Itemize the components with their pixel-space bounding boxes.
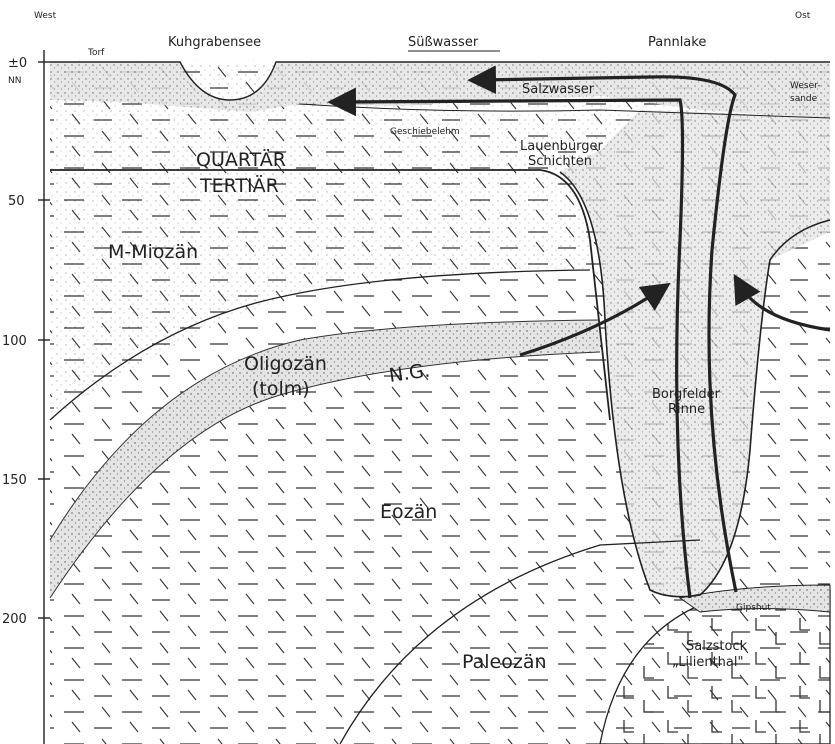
lauenburg-label-2: Schichten <box>528 154 592 169</box>
eocene-label: Eozän <box>380 501 437 523</box>
paleocene-label: Paleozän <box>462 651 547 673</box>
depth-zero-label: ±0 <box>8 56 27 71</box>
channel-label-1: Borgfelder <box>652 387 721 402</box>
quaternary-label: QUARTÄR <box>196 148 286 171</box>
till-label: Geschiebelehm <box>390 127 460 137</box>
fresh-water-label: Süßwasser <box>408 35 479 50</box>
salt-dome-label-1: Salzstock <box>686 639 748 654</box>
depth-tick-label: 50 <box>8 194 25 209</box>
depth-axis: ±0 NN 50 100 150 200 <box>2 50 50 744</box>
depth-tick-label: 150 <box>2 473 27 488</box>
tertiary-label: TERTIÄR <box>199 174 279 197</box>
weser-sands-label-2: sande <box>790 94 818 104</box>
west-label: West <box>34 11 57 21</box>
oligocene-label-2: (tolm) <box>252 378 310 400</box>
peat-label: Torf <box>87 48 105 58</box>
salt-dome-label-2: „Lilienthal" <box>672 655 743 670</box>
depth-tick-label: 100 <box>2 334 27 349</box>
lauenburg-label-1: Lauenburger <box>520 139 604 154</box>
pannlake-label: Pannlake <box>648 35 706 50</box>
gypsum-cap-label: Gipshut <box>736 603 771 613</box>
channel-label-2: Rinne <box>668 402 705 417</box>
miocene-label: M-Miozän <box>108 241 198 263</box>
lake-label: Kuhgrabensee <box>168 35 261 50</box>
depth-zero-sublabel: NN <box>8 76 21 86</box>
weser-sands-label-1: Weser- <box>790 81 821 91</box>
depth-tick-label: 200 <box>2 612 27 627</box>
east-label: Ost <box>795 11 811 21</box>
oligocene-label-1: Oligozän <box>244 353 327 375</box>
salt-water-label: Salzwasser <box>522 82 595 97</box>
